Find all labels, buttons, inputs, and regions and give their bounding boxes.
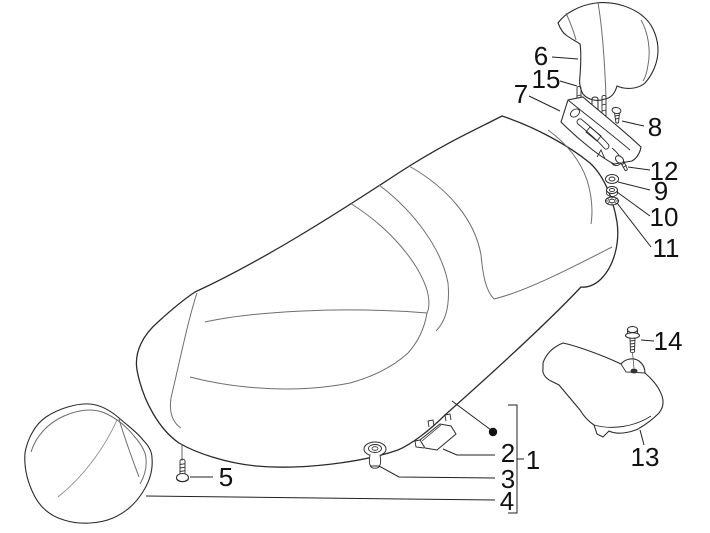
washer-9-outer <box>605 174 619 184</box>
washer-10-hole <box>609 187 615 193</box>
callout-10: 10 <box>650 202 679 232</box>
callout-2: 2 <box>501 438 515 468</box>
screw-5 <box>176 444 189 483</box>
grommet-3-stem <box>368 454 382 469</box>
callout-15: 15 <box>532 64 561 94</box>
seat-nose-seam <box>169 292 198 429</box>
backrest-center-seam <box>597 2 607 98</box>
leader-14 <box>640 339 655 342</box>
screw-5-head-base <box>176 478 189 483</box>
bolt-14-axis-line <box>632 352 635 369</box>
callout-3: 3 <box>501 464 515 494</box>
bumper-2-edge <box>421 424 442 442</box>
bolt-14-head-top <box>627 326 638 333</box>
plate-outline <box>560 96 642 165</box>
leader-2 <box>442 448 495 456</box>
plate-block-detail <box>585 126 602 142</box>
screw-8-head <box>611 106 622 115</box>
callout-11: 11 <box>653 233 680 263</box>
washer-11-serration <box>605 196 619 206</box>
seat-rear-seam <box>547 129 593 225</box>
seat-side-seam <box>189 352 409 390</box>
bolt-14-head-side <box>627 329 638 336</box>
backrest-assembly <box>557 2 659 206</box>
leader-8 <box>621 120 645 127</box>
bumper-2 <box>414 413 457 451</box>
grommet-3-ring <box>368 444 382 453</box>
bucket-fold-left <box>57 419 118 498</box>
plate-hole <box>569 108 581 118</box>
bucket-outline <box>24 403 153 524</box>
callout-13: 13 <box>631 442 660 472</box>
callout-5: 5 <box>219 462 233 492</box>
washer-10 <box>606 186 618 197</box>
leader-12 <box>627 166 651 171</box>
seat-hump-right-seam <box>408 165 613 300</box>
leader-4 <box>145 495 496 501</box>
leader-7 <box>528 95 561 112</box>
washer-11-hole <box>608 198 616 204</box>
leader-13 <box>639 429 645 446</box>
backrest-edge-seam <box>640 19 650 82</box>
backrest-pad <box>557 2 659 101</box>
stud-15-right <box>601 94 607 121</box>
callout-9: 9 <box>654 176 668 206</box>
bucket-inner-rim <box>30 409 147 485</box>
seat-hump-mid-seam <box>378 184 449 332</box>
seat-hump-left-seam <box>349 202 430 354</box>
group-bracket-1 <box>508 404 524 514</box>
screw-8 <box>611 106 622 124</box>
seat-scoop-seam <box>204 309 428 323</box>
cover-13 <box>542 342 664 438</box>
seat <box>135 115 619 468</box>
leader-10 <box>616 191 651 217</box>
bucket-fold-right <box>118 418 140 478</box>
leader-9 <box>617 181 651 191</box>
washer-9 <box>605 174 619 184</box>
screw-12-shaft <box>620 160 628 172</box>
washer-10-outer <box>606 186 618 194</box>
leader-11 <box>616 202 652 248</box>
seat-outline <box>135 115 619 468</box>
cover-13-thickness <box>593 415 652 428</box>
washer-11 <box>605 196 619 206</box>
bolt-14-flange <box>625 332 640 339</box>
plate-top-ridge <box>567 99 631 151</box>
grommet-3 <box>363 441 387 469</box>
leader-lines <box>145 56 655 514</box>
washer-9-hole <box>608 176 616 182</box>
mounting-plate-7 <box>560 96 642 166</box>
screw-5-head <box>176 473 189 482</box>
bumper-2-body <box>419 423 457 451</box>
callout-4: 4 <box>500 486 514 516</box>
bumper-2-foot <box>414 439 425 449</box>
callout-labels: 1 2 3 4 5 6 7 8 9 10 11 12 13 14 15 <box>219 41 683 516</box>
callout-8: 8 <box>648 112 662 142</box>
assembly-dot-marker <box>488 427 498 437</box>
cover-13-ear <box>620 363 646 374</box>
screw-8-shaft <box>614 112 620 124</box>
callout-1: 1 <box>526 445 540 475</box>
leader-6 <box>551 56 579 60</box>
cover-13-hole <box>630 368 638 374</box>
cover-13-outline <box>542 342 664 438</box>
helmet-bucket <box>24 403 153 524</box>
leader-3 <box>378 465 496 479</box>
callout-12: 12 <box>650 156 679 186</box>
screw-5-shaft <box>179 458 186 475</box>
screw-12 <box>614 155 628 172</box>
grommet-3-hole <box>371 446 379 451</box>
bolt-14-shaft <box>629 338 636 354</box>
bolt-14 <box>625 326 640 369</box>
leader-15 <box>559 80 578 87</box>
callout-6: 6 <box>534 41 548 71</box>
leader-seat-dot <box>451 400 492 431</box>
callout-14: 14 <box>654 326 683 356</box>
backrest-left-seam <box>565 12 577 41</box>
callout-7: 7 <box>514 79 528 109</box>
bumper-2-pegs <box>427 413 452 428</box>
screw-12-head <box>614 155 625 164</box>
